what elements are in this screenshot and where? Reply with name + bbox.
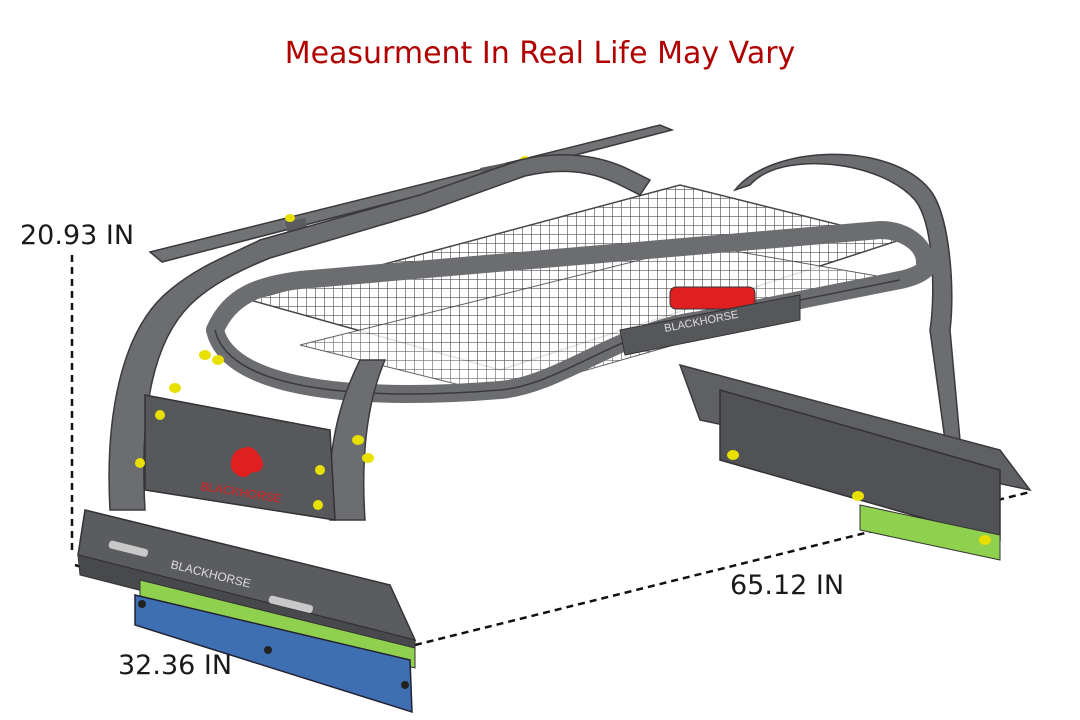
- bolt-icon: [135, 458, 145, 468]
- blue-bracket: [134, 594, 413, 714]
- bolt-icon: [401, 681, 409, 689]
- bolt-icon: [264, 646, 272, 654]
- bolt-icon: [313, 500, 323, 510]
- bolt-icon: [352, 435, 364, 445]
- right-frame: [678, 153, 1032, 561]
- measurement-disclaimer-title: Measurment In Real Life May Vary: [284, 36, 796, 71]
- bolt-icon: [169, 383, 181, 393]
- bolt-icon: [727, 450, 739, 460]
- length-dimension-label: 65.12 IN: [730, 570, 845, 601]
- height-dimension-label: 20.93 IN: [20, 220, 135, 251]
- bolt-icon: [199, 350, 211, 360]
- width-dimension-label: 32.36 IN: [118, 650, 233, 681]
- brake-light: [669, 286, 756, 310]
- horse-logo-icon: [230, 446, 264, 477]
- bolt-icon: [155, 410, 165, 420]
- front-panel: BLACKHORSE: [135, 350, 374, 521]
- cargo-basket: BLACKHORSE: [206, 184, 938, 403]
- bolt-icon: [979, 535, 991, 545]
- bolt-icon: [212, 355, 224, 365]
- bolt-icon: [138, 600, 146, 608]
- base-plate: BLACKHORSE: [77, 509, 417, 714]
- bolt-icon: [285, 214, 295, 222]
- bolt-icon: [362, 453, 374, 463]
- bolt-icon: [852, 491, 864, 501]
- bolt-icon: [315, 465, 325, 475]
